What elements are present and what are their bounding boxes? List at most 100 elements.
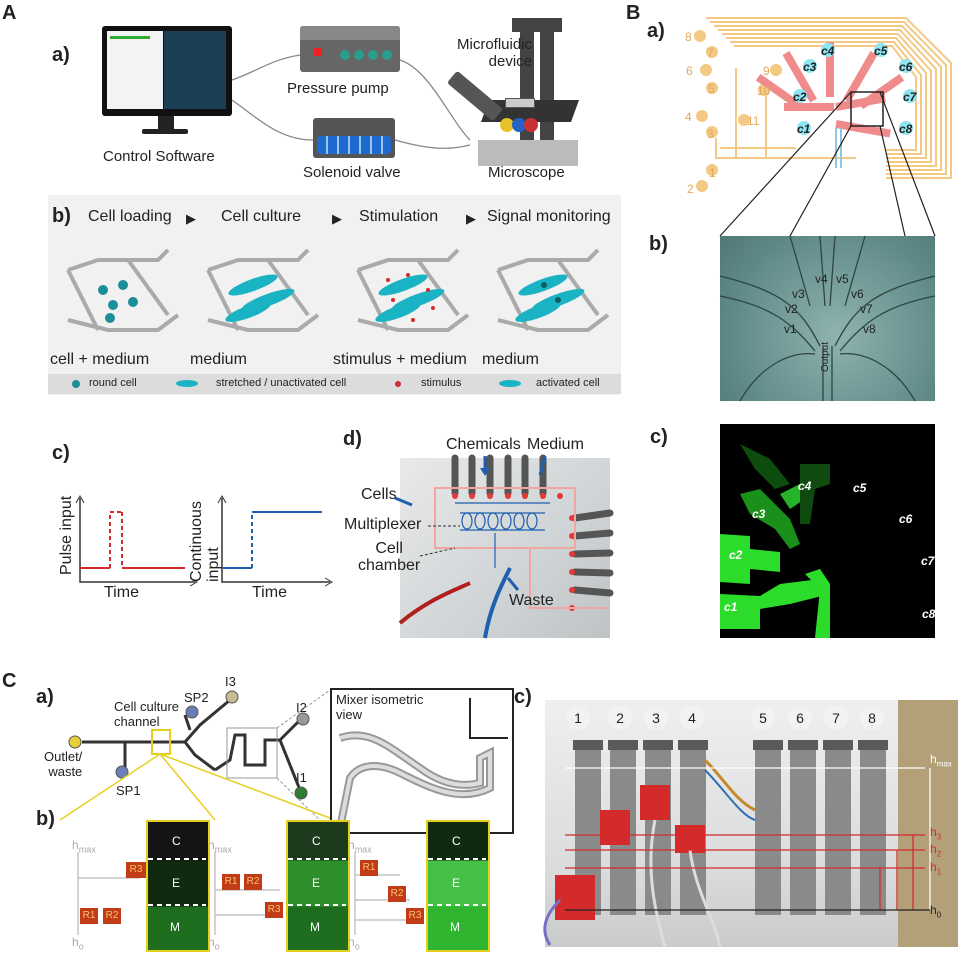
h0-label-2: ho <box>208 935 220 952</box>
legend-activated: activated cell <box>536 377 600 389</box>
height-label-h0: h0 <box>930 903 942 920</box>
legend-stimulus: stimulus <box>421 377 462 389</box>
hmax-label-2: hmax <box>208 838 232 855</box>
syringe-label-7: 7 <box>824 706 848 730</box>
micrograph-channels <box>719 235 936 402</box>
h1-sub: 1 <box>936 867 942 877</box>
fluor-c4: c4 <box>798 479 812 493</box>
medium-label: Medium <box>527 436 584 453</box>
valve-v5: v5 <box>836 272 849 286</box>
panel-label-C: C <box>2 670 17 692</box>
control-software-label: Control Software <box>103 148 215 165</box>
step-arrow-3: ▶ <box>466 211 476 226</box>
monitor-stand <box>158 116 174 130</box>
syringe-label-8: 8 <box>860 706 884 730</box>
zone-e-1: E <box>172 876 181 890</box>
fluor-c7: c7 <box>921 554 935 568</box>
step-arrow-1: ▶ <box>186 211 196 226</box>
port-11: 11 <box>747 114 760 128</box>
hmax-sub-3: max <box>354 844 372 855</box>
cell-culture-channel-label: Cell culture channel <box>114 699 180 729</box>
step-cell-loading: Cell loading <box>88 208 172 225</box>
chamber-c3: c3 <box>803 60 817 74</box>
port-6: 6 <box>686 64 693 78</box>
objective-blue <box>512 118 526 132</box>
zone-m-3: M <box>450 920 460 934</box>
chamber-culture <box>206 248 320 332</box>
height-label-hmax: hmax <box>930 752 952 769</box>
valve-v1: v1 <box>784 322 797 336</box>
microscope-base <box>478 140 578 166</box>
microscope-top <box>512 18 562 32</box>
height-label-h2: h2 <box>930 842 942 859</box>
port-10: 10 <box>757 84 771 98</box>
channel-box-1 <box>146 820 210 952</box>
syringe-label-6: 6 <box>788 706 812 730</box>
chamber-c8: c8 <box>899 122 913 136</box>
fluor-c3: c3 <box>752 507 766 521</box>
fluor-c8: c8 <box>922 607 936 621</box>
zone-e-2: E <box>312 876 321 890</box>
zone-c-3: C <box>452 834 461 848</box>
fluor-c6: c6 <box>899 512 913 526</box>
zone-c-2: C <box>312 834 321 848</box>
chip-photo-details <box>398 454 614 639</box>
port-9: 9 <box>763 64 770 78</box>
reservoir-r1-2: R1 <box>222 874 240 890</box>
step-cell-culture: Cell culture <box>221 208 302 225</box>
time-label-1: Time <box>104 584 139 601</box>
port-2: 2 <box>687 182 694 196</box>
input-medium-1: medium <box>190 351 247 368</box>
chemicals-label: Chemicals <box>446 436 521 453</box>
legend-stretched-swatch <box>176 380 198 387</box>
microfluidic-device-label: Microfluidic device <box>457 36 533 70</box>
reservoir-r3-2: R3 <box>265 902 283 918</box>
port-5: 5 <box>708 82 715 96</box>
syringe-rack-details <box>543 740 931 948</box>
chamber-stimulation <box>356 248 470 332</box>
hmax-sub-1: max <box>78 844 96 855</box>
microfluidic-device-chip <box>505 98 535 108</box>
scale-strip <box>898 700 958 947</box>
subpanel-label-Cc: c) <box>514 686 532 708</box>
legend-stimulus-swatch <box>395 381 401 387</box>
valve-v3: v3 <box>792 287 805 301</box>
multiplexer-label: Multiplexer <box>344 516 422 533</box>
port-8: 8 <box>685 30 692 44</box>
input-medium-2: medium <box>482 351 539 368</box>
fluor-c5: c5 <box>853 481 867 495</box>
solenoid-valve-label: Solenoid valve <box>303 164 401 181</box>
sp1-label: SP1 <box>116 783 141 798</box>
zone-m-1: M <box>170 920 180 934</box>
port-7: 7 <box>707 46 714 60</box>
syringe-label-5: 5 <box>751 706 775 730</box>
step-arrow-2: ▶ <box>332 211 342 226</box>
fluor-c1: c1 <box>724 600 738 614</box>
chamber-c7: c7 <box>903 90 917 104</box>
chamber-c1: c1 <box>797 122 811 136</box>
port-1: 1 <box>709 166 716 180</box>
chamber-c5: c5 <box>874 44 888 58</box>
syringe-label-2: 2 <box>608 706 632 730</box>
reservoir-r2-1: R2 <box>103 908 121 924</box>
subpanel-label-Ba: a) <box>647 20 665 42</box>
objective-yellow <box>500 118 514 132</box>
legend-round-cell-swatch <box>72 380 80 388</box>
chamber-monitoring <box>496 248 610 332</box>
monitor-base <box>142 129 188 134</box>
valve-v7: v7 <box>860 302 873 316</box>
hmax-sub: max <box>936 759 952 769</box>
reservoir-r3-1: R3 <box>126 862 146 878</box>
chamber-c4: c4 <box>821 44 835 58</box>
time-label-2: Time <box>252 584 287 601</box>
h3-sub: 3 <box>936 832 942 842</box>
h0-sub: 0 <box>936 910 942 920</box>
fluor-c2: c2 <box>729 548 743 562</box>
valve-v6: v6 <box>851 287 864 301</box>
reservoir-r1-3: R1 <box>360 860 378 876</box>
i2-label: I2 <box>296 700 307 715</box>
